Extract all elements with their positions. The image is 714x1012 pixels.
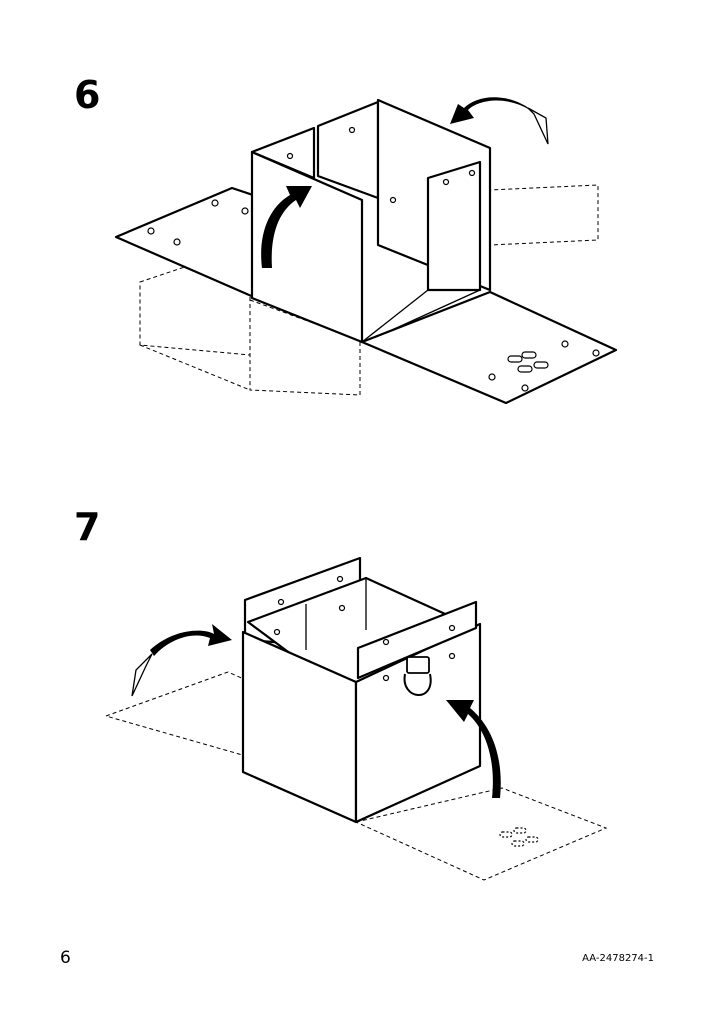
box-right-front [426,160,482,292]
handle-icon [403,656,432,696]
ghost-flap-left [104,671,247,757]
step-number-6: 6 [74,73,101,117]
arrow-tail-left [131,653,153,697]
arrow-fold-up-left [261,186,312,268]
ghost-flap-right [354,787,608,881]
step-6-illustration [114,97,618,405]
arrow-fold-in-left [150,624,232,656]
box-right-top-flap [356,600,478,680]
arrow-fold-up-right [446,700,501,798]
right-flap [360,290,618,405]
page-number: 6 [60,948,71,968]
step-number-7: 7 [74,505,101,549]
left-flap [114,186,258,300]
document-code: AA-2478274-1 [582,953,654,964]
box-back-left [250,126,316,180]
arrow-tail-right [527,107,549,145]
step-7-illustration [104,556,608,881]
arrow-fold-right [450,97,534,124]
